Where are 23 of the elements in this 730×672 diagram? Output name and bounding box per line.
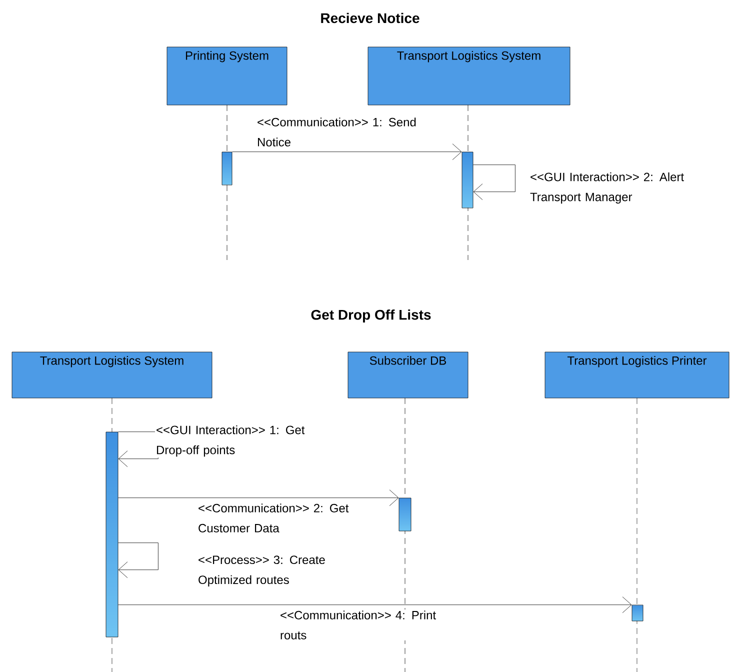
activation-bar bbox=[632, 604, 644, 622]
message-label: <<GUI Interaction>> 1: Get Drop-off points bbox=[156, 425, 305, 457]
activation-bar bbox=[398, 498, 412, 532]
message-arrow bbox=[232, 144, 462, 160]
message-label: <<Communication>> 1: Send Notice bbox=[258, 118, 416, 146]
section-title: Recieve Notice bbox=[321, 12, 420, 24]
lifeline-head-box: Subscriber DB bbox=[348, 352, 468, 398]
message-arrow bbox=[473, 164, 516, 200]
message-arrow bbox=[118, 542, 158, 578]
message-label: <<Process>> 3: Create Optimized routes bbox=[198, 556, 325, 586]
message-label: <<Communication>> 2: Get Customer Data bbox=[198, 504, 349, 532]
lifeline-head-box: Printing System bbox=[166, 46, 288, 106]
section-title: Get Drop Off Lists bbox=[311, 309, 431, 323]
activation-bar bbox=[222, 152, 232, 186]
lifeline-head-box: Transport Logistics Printer bbox=[544, 352, 730, 398]
message-label: <<Communication>> 4: Print routs bbox=[280, 610, 436, 640]
lifeline-head-box: Transport Logistics System bbox=[12, 352, 212, 398]
message-label: <<GUI Interaction>> 2: Alert Transport Manager bbox=[530, 172, 684, 204]
lifeline-head-box: Transport Logistics System bbox=[368, 46, 570, 106]
activation-bar bbox=[462, 152, 474, 208]
message-arrow bbox=[118, 490, 399, 506]
activation-bar bbox=[106, 432, 118, 638]
message-arrow bbox=[118, 596, 632, 613]
